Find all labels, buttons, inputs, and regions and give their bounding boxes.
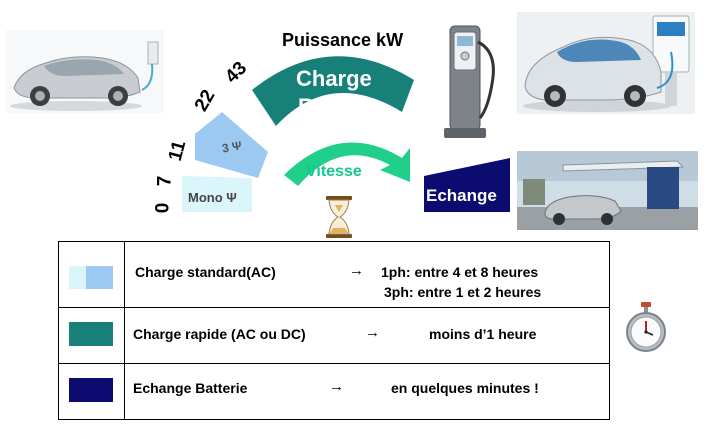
swatch-echange <box>69 378 113 402</box>
electric-concept-car-plugged-icon <box>6 30 164 113</box>
echange-band <box>424 158 510 212</box>
legend-value-echange: en quelques minutes ! <box>391 380 539 396</box>
echange-label: Echange <box>426 186 497 205</box>
tri-band <box>195 112 268 178</box>
legend-arrow-rapide: → <box>365 324 380 341</box>
charging-station-icon <box>444 25 495 138</box>
rapide-label-line1: Charge <box>296 66 372 91</box>
charging-speed-diagram <box>182 56 414 212</box>
power-axis-title: Puissance kW <box>282 30 404 50</box>
legend-row-standard: Charge standard(AC) → 1ph: entre 4 et 8 … <box>59 242 609 307</box>
vitesse-arrow <box>284 142 410 186</box>
legend-value-rapide: moins d’1 heure <box>429 326 537 342</box>
rapide-band <box>252 56 414 126</box>
rapide-label-line2: Rapide <box>298 94 372 119</box>
legend-label-standard: Charge standard(AC) <box>135 264 276 280</box>
swatch-mono <box>69 266 86 289</box>
legend-divider-2 <box>59 363 609 364</box>
mono-label: Mono Ψ <box>188 190 237 205</box>
legend-row-rapide: Charge rapide (AC ou DC) → moins d’1 heu… <box>59 308 609 363</box>
legend-table: Charge standard(AC) → 1ph: entre 4 et 8 … <box>58 241 610 420</box>
vitesse-label: Vitesse <box>306 163 362 180</box>
legend-label-rapide: Charge rapide (AC ou DC) <box>133 326 306 342</box>
legend-value-standard-1ph: 1ph: entre 4 et 8 heures <box>381 264 539 280</box>
electric-car-at-wallbox-icon <box>517 12 695 114</box>
legend-row-echange: Echange Batterie → en quelques minutes ! <box>59 364 609 419</box>
car-right-photo <box>517 12 695 114</box>
scale-label-0: 0 <box>152 202 174 214</box>
scale-label-7: 7 <box>154 175 176 187</box>
battery-swap-station-icon <box>517 151 698 230</box>
legend-divider-1 <box>59 307 609 308</box>
car-left-photo <box>6 30 164 113</box>
legend-arrow-echange: → <box>329 378 344 395</box>
swatch-tri <box>86 266 113 289</box>
legend-arrow-standard: → <box>349 262 364 279</box>
legend-divider-vertical <box>124 242 125 419</box>
swap-station-photo <box>517 151 698 230</box>
legend-value-standard-3ph: 3ph: entre 1 et 2 heures <box>384 284 542 300</box>
stopwatch-icon <box>626 302 666 352</box>
legend-label-echange: Echange Batterie <box>133 380 248 396</box>
hourglass-icon <box>326 196 352 238</box>
swatch-rapide <box>69 322 113 346</box>
mono-band <box>182 176 252 212</box>
